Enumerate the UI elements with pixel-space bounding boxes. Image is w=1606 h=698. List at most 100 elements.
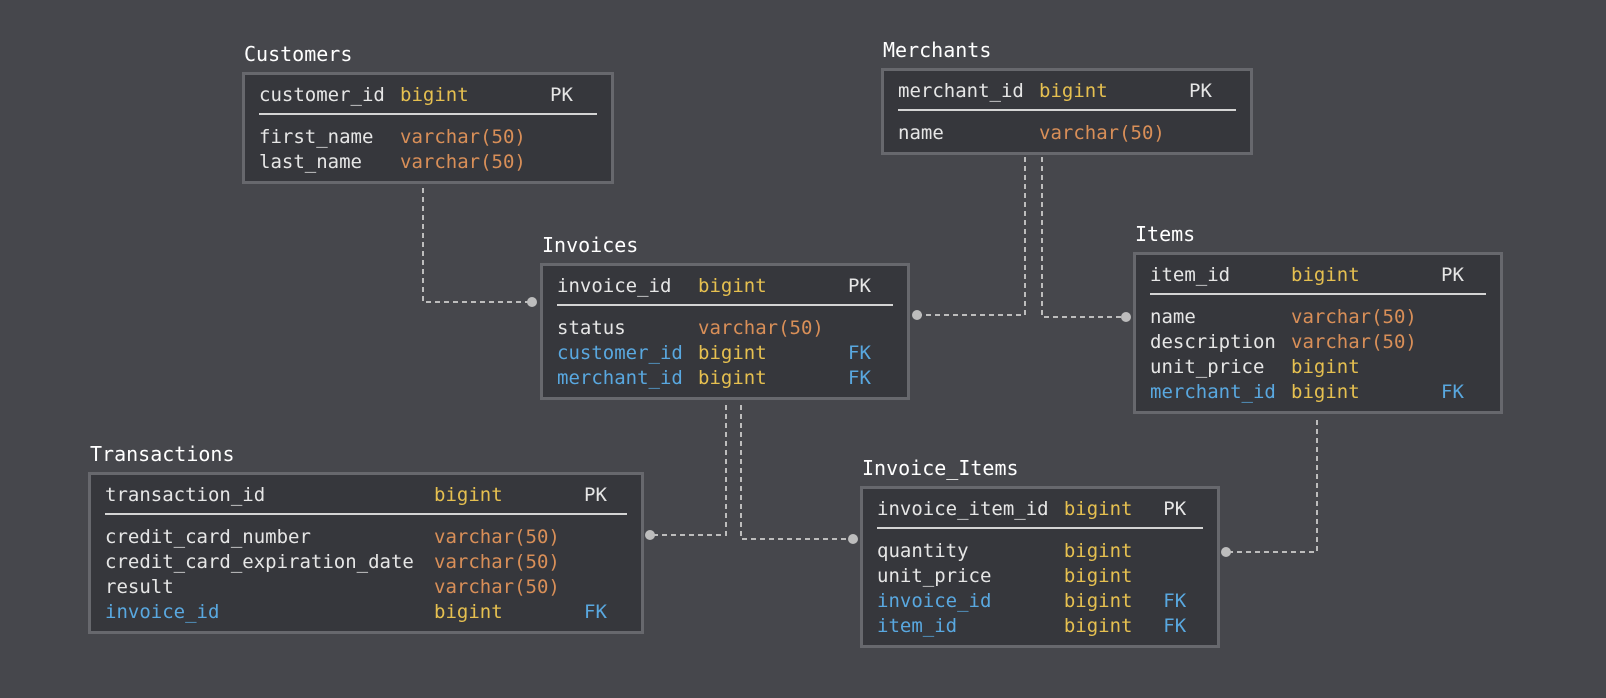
field-name: item_id	[1150, 264, 1231, 286]
relationship-endpoint-dot	[1121, 312, 1131, 322]
entity-title: Invoices	[542, 233, 639, 257]
primary-key-row: invoice_id bigint PK	[557, 272, 893, 300]
field-key	[550, 150, 590, 175]
field-name: invoice_id	[557, 275, 672, 297]
entity-title: Customers	[244, 42, 353, 66]
field-key: PK	[848, 275, 871, 297]
entity-title: Merchants	[883, 38, 992, 62]
relationship-line	[1041, 157, 1126, 318]
field-type: bigint	[434, 484, 503, 506]
field-name: last_name	[259, 151, 362, 173]
field-key: PK	[584, 484, 607, 506]
field-key: FK	[584, 601, 607, 623]
field-type: varchar(50)	[434, 526, 560, 548]
field-key: PK	[1163, 498, 1187, 520]
field-type: bigint	[1063, 615, 1133, 637]
pk-separator	[898, 109, 1236, 111]
field-type: bigint	[1063, 565, 1133, 587]
field-type: bigint	[1063, 540, 1133, 562]
field-key	[584, 550, 624, 575]
field-type: varchar(50)	[1291, 306, 1417, 328]
field-key: PK	[550, 84, 573, 106]
field-key	[1189, 121, 1229, 146]
field-type: bigint	[698, 275, 767, 297]
field-row: merchant_id bigint FK	[557, 366, 893, 391]
field-type: bigint	[1063, 498, 1133, 520]
field-name: customer_id	[557, 342, 683, 364]
field-name: item_id	[877, 615, 958, 637]
relationship-line	[917, 157, 1026, 316]
field-key	[550, 125, 590, 150]
field-name: merchant_id	[557, 367, 683, 389]
field-type: varchar(50)	[434, 551, 560, 573]
primary-key-row: customer_id bigint PK	[259, 81, 597, 109]
relationship-endpoint-dot	[848, 534, 858, 544]
field-type: varchar(50)	[1291, 331, 1417, 353]
field-row: item_id bigint FK	[877, 614, 1203, 639]
relationship-line	[422, 188, 532, 303]
field-name: first_name	[259, 126, 374, 148]
primary-key-row: invoice_item_id bigint PK	[877, 495, 1203, 523]
relationship-endpoint-dot	[527, 297, 537, 307]
field-row: name varchar(50)	[1150, 305, 1486, 330]
field-name: invoice_id	[877, 590, 992, 612]
field-name: customer_id	[259, 84, 385, 106]
field-key	[584, 525, 624, 550]
field-type: bigint	[1291, 264, 1360, 286]
field-row: credit_card_expiration_date varchar(50)	[105, 550, 627, 575]
field-key	[1441, 330, 1481, 355]
field-type: bigint	[1291, 356, 1360, 378]
field-name: result	[105, 576, 174, 598]
field-key	[1163, 539, 1203, 564]
field-key	[848, 316, 888, 341]
field-key	[1441, 305, 1481, 330]
field-key: FK	[848, 367, 871, 389]
field-name: name	[1150, 306, 1196, 328]
field-row: last_name varchar(50)	[259, 150, 597, 175]
field-key: FK	[1163, 615, 1187, 637]
relationship-endpoint-dot	[645, 530, 655, 540]
pk-separator	[1150, 293, 1486, 295]
field-type: bigint	[1291, 381, 1360, 403]
field-type: varchar(50)	[400, 151, 526, 173]
field-name: status	[557, 317, 626, 339]
field-type: bigint	[698, 342, 767, 364]
field-key: FK	[1441, 381, 1464, 403]
field-name: name	[898, 122, 944, 144]
relationship-endpoint-dot	[1221, 547, 1231, 557]
entity-title: Items	[1135, 222, 1196, 246]
pk-separator	[877, 527, 1203, 529]
relationship-endpoint-dot	[912, 310, 922, 320]
field-name: invoice_item_id	[877, 498, 1049, 520]
field-key: FK	[1163, 590, 1187, 612]
field-name: credit_card_expiration_date	[105, 551, 414, 573]
field-type: bigint	[698, 367, 767, 389]
pk-separator	[259, 113, 597, 115]
field-type: bigint	[400, 84, 469, 106]
